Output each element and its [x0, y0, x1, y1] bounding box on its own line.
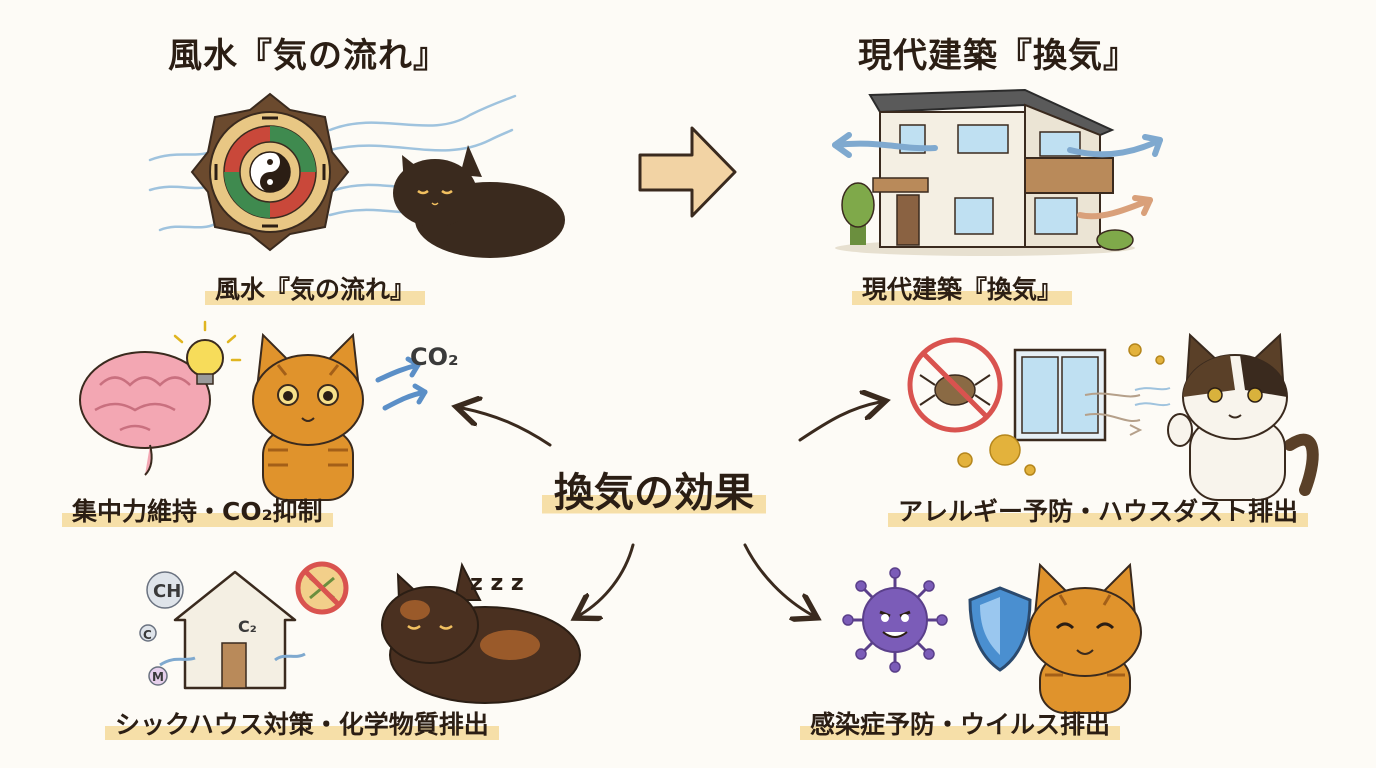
- effect-concentration: 集中力維持・CO₂抑制: [62, 490, 333, 530]
- virus-icon: [842, 567, 948, 673]
- yin-yang-icon: [249, 151, 291, 193]
- heading-fengshui: 風水『気の流れ』: [168, 36, 448, 76]
- ch-label: CH: [153, 581, 181, 602]
- calico-cat-icon: [1167, 332, 1319, 501]
- prohibited-sign-icon: [295, 561, 349, 615]
- effect-allergy: アレルギー予防・ハウスダスト排出: [888, 490, 1309, 530]
- breeze-lines-icon: [1084, 387, 1171, 436]
- smiling-cat-icon: [1028, 562, 1142, 714]
- c2-label: C₂: [238, 617, 257, 636]
- bagua-compass-icon: [190, 92, 350, 252]
- caption-architecture: 現代建築『換気』: [852, 268, 1073, 308]
- modern-house-icon: [835, 88, 1135, 256]
- co2-label: CO₂: [410, 343, 459, 371]
- pollen-icon: [957, 343, 1165, 476]
- heading-architecture: 現代建築『換気』: [858, 36, 1138, 76]
- arrow-to-sickhouse: [580, 543, 635, 615]
- arrow-to-infection: [743, 543, 812, 615]
- brain-icon: [79, 351, 211, 476]
- orange-cat-icon: [252, 332, 364, 501]
- window-icon: [1013, 348, 1107, 442]
- zzz-label: z z z: [470, 571, 524, 596]
- arrow-to-allergy: [798, 402, 880, 442]
- house-chemicals-icon: [139, 570, 306, 690]
- airflow-arrows-icon: [832, 132, 1163, 220]
- c-label: C: [143, 628, 152, 642]
- center-title: 換気の効果: [542, 460, 766, 518]
- co2-arrow-icon: [375, 356, 428, 411]
- shield-icon: [968, 586, 1032, 672]
- effect-sickhouse: シックハウス対策・化学物質排出: [105, 703, 499, 743]
- right-arrow-icon: [638, 126, 737, 218]
- sleeping-tortoiseshell-cat-icon: [381, 561, 581, 704]
- m-label: M: [152, 670, 164, 684]
- arrow-to-concentration: [462, 408, 552, 447]
- connector-arrows: [462, 402, 880, 615]
- lightbulb-icon: [173, 320, 242, 385]
- caption-fengshui: 風水『気の流れ』: [205, 268, 426, 308]
- dust-mite-prohibited-icon: [907, 337, 1003, 433]
- black-cat-icon: [393, 145, 565, 258]
- effect-infection: 感染症予防・ウイルス排出: [800, 703, 1121, 743]
